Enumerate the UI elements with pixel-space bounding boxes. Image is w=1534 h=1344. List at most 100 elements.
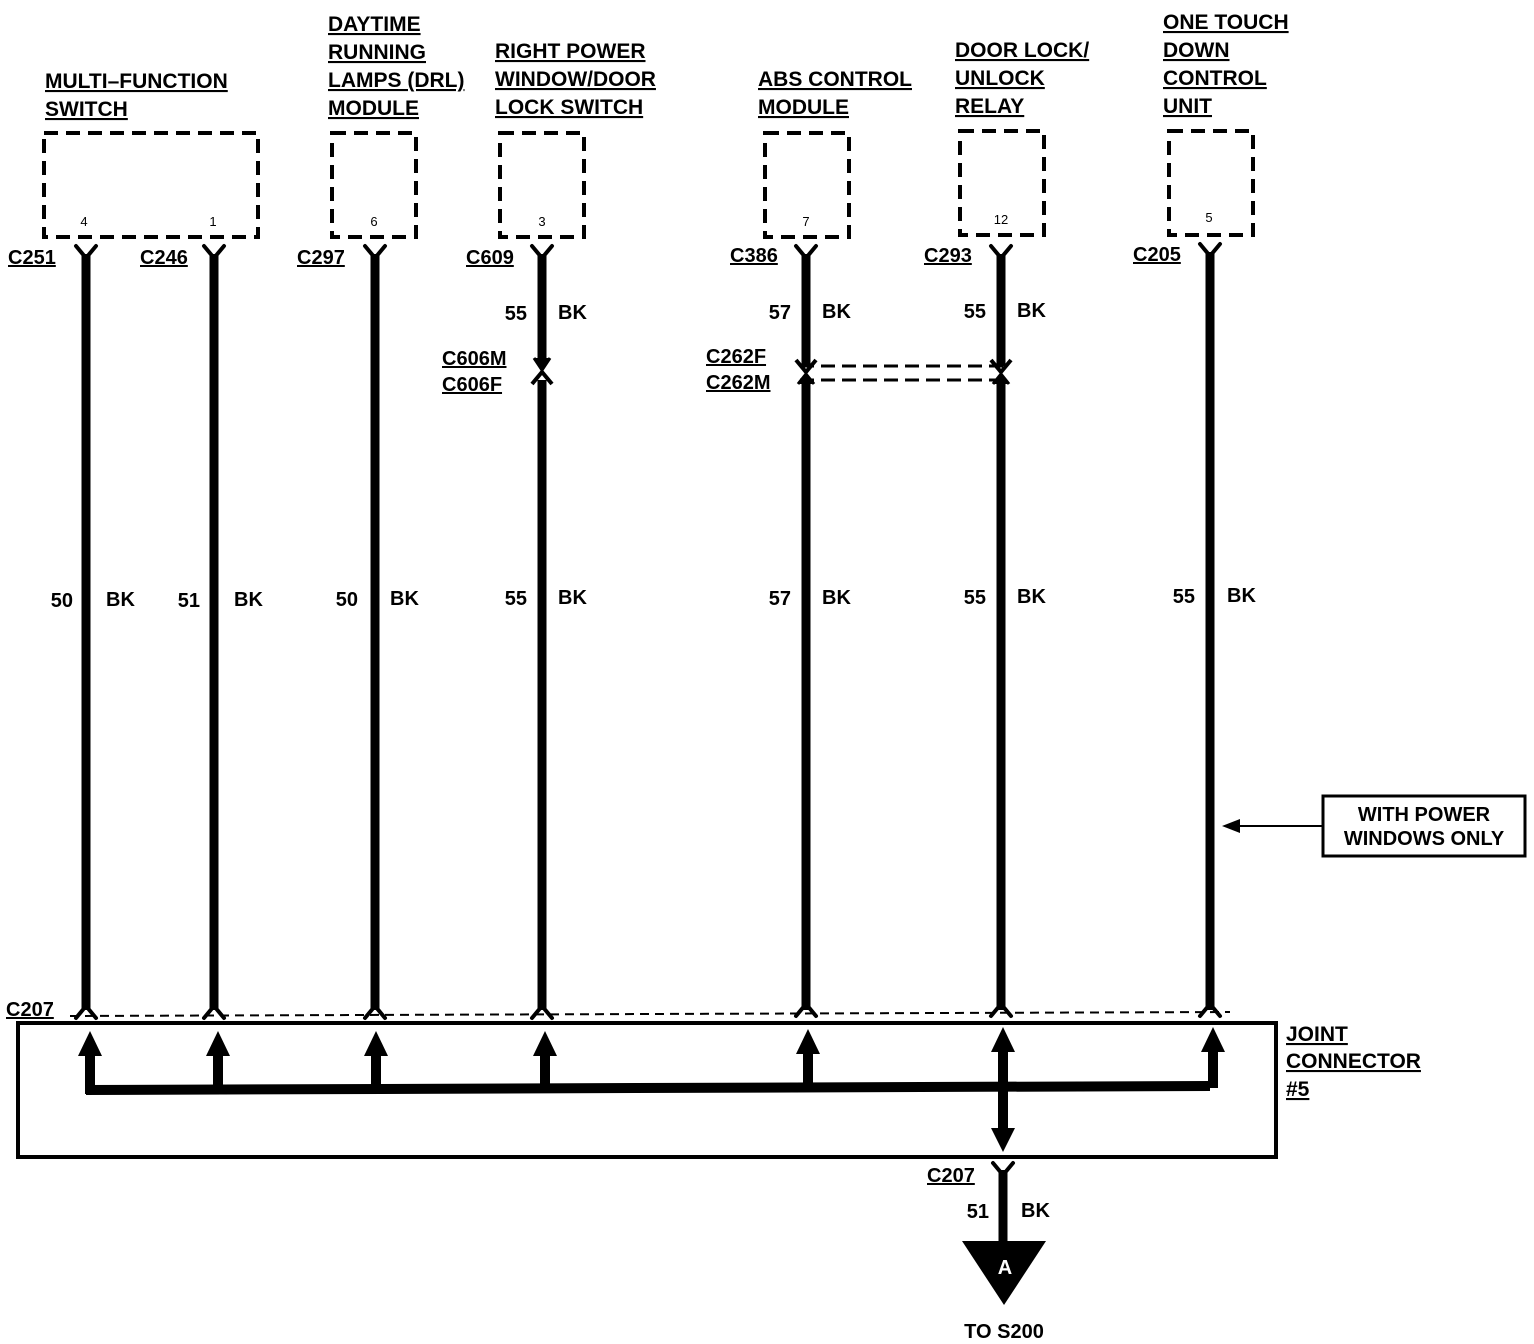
connector-label: C246 — [140, 247, 188, 269]
wire-color: BK — [822, 301, 851, 323]
right-power-window-switch-box — [498, 131, 586, 239]
connector-label: C606M — [442, 348, 506, 370]
component-title-line: ONE TOUCH — [1163, 11, 1289, 34]
connector-label: C205 — [1133, 244, 1181, 266]
wire-color: BK — [234, 589, 263, 611]
pin-number: 3 — [538, 214, 545, 229]
note-text: WINDOWS ONLY — [1344, 828, 1505, 850]
top-terminals — [74, 242, 1222, 262]
connector-male-arrow — [532, 357, 552, 373]
terminal-mark — [794, 244, 818, 262]
joint-connector-label: CONNECTOR — [1286, 1050, 1421, 1073]
wire-gauge: 51 — [178, 590, 200, 612]
bottom-terminals — [74, 1000, 1222, 1020]
wire-gauge: 55 — [964, 587, 986, 609]
wire-gauge: 57 — [769, 588, 791, 610]
component-one-touch-down-unit: ONE TOUCH DOWN CONTROL UNIT — [1163, 11, 1289, 118]
c207-dashed-line — [69, 1011, 1231, 1017]
connector-label: C262F — [706, 346, 766, 368]
wire-color: BK — [1227, 585, 1256, 607]
terminal-mark — [74, 244, 98, 262]
component-title-line: WINDOW/DOOR — [495, 68, 656, 91]
connector-female-mark — [530, 368, 554, 386]
down-arrow — [991, 1128, 1015, 1152]
component-title-line: MULTI–FUNCTION — [45, 70, 228, 93]
terminal-mark — [794, 1000, 818, 1018]
reference-letter: A — [998, 1257, 1012, 1279]
component-title-line: UNIT — [1163, 95, 1212, 118]
terminal-mark — [202, 244, 226, 262]
terminal-mark — [363, 244, 387, 262]
terminal-mark — [202, 1002, 226, 1020]
component-multifunction-switch: MULTI–FUNCTION SWITCH — [45, 70, 228, 121]
pin-number: 5 — [1205, 210, 1212, 225]
wire-color: BK — [558, 587, 587, 609]
wires — [81, 252, 1215, 1010]
pin-number: 12 — [994, 212, 1008, 227]
wire-color: BK — [822, 587, 851, 609]
component-boxes — [42, 129, 1255, 239]
terminal-mark — [1198, 242, 1222, 260]
component-title-line: RELAY — [955, 95, 1024, 118]
component-title-line: DAYTIME — [328, 13, 421, 36]
component-right-power-window-switch: RIGHT POWER WINDOW/DOOR LOCK SWITCH — [495, 40, 656, 119]
joint-risers — [85, 1050, 1218, 1135]
up-arrow — [991, 1027, 1015, 1052]
power-windows-note: WITH POWER WINDOWS ONLY — [1222, 794, 1527, 858]
wire-gauge: 50 — [51, 590, 73, 612]
pin-number: 6 — [370, 214, 377, 229]
component-title-line: DOWN — [1163, 39, 1230, 62]
joint-connector: JOINT CONNECTOR #5 — [16, 1021, 1421, 1159]
joint-connector-label: #5 — [1286, 1078, 1310, 1101]
wire-color: BK — [106, 589, 135, 611]
wire-color: BK — [1017, 300, 1046, 322]
pin-number: 4 — [80, 214, 87, 229]
up-arrow — [533, 1031, 557, 1056]
terminal-mark — [530, 1002, 554, 1020]
component-title-line: SWITCH — [45, 98, 128, 121]
terminal-mark — [74, 1002, 98, 1020]
wire-gauge: 55 — [505, 588, 527, 610]
door-lock-relay-box — [958, 129, 1046, 237]
joint-connector-label: JOINT — [1286, 1023, 1348, 1046]
wire-color: BK — [558, 302, 587, 324]
wire-gauge: 57 — [769, 302, 791, 324]
component-title-line: RUNNING — [328, 41, 426, 64]
pin-number: 7 — [802, 214, 809, 229]
wire-gauge: 51 — [967, 1201, 989, 1223]
connector-label: C207 — [927, 1165, 975, 1187]
note-text: WITH POWER — [1358, 804, 1491, 826]
terminal-mark — [363, 1002, 387, 1020]
joint-connector-box — [16, 1021, 1278, 1159]
component-title-line: UNLOCK — [955, 67, 1045, 90]
note-box — [1321, 794, 1527, 858]
component-title-line: MODULE — [758, 96, 849, 119]
connector-label: C251 — [8, 247, 56, 269]
destination-label: TO S200 — [964, 1321, 1044, 1343]
joint-bus-bar — [85, 1081, 1211, 1095]
wire-color: BK — [1021, 1200, 1050, 1222]
component-title-line: LOCK SWITCH — [495, 96, 643, 119]
drl-module-box — [330, 131, 418, 239]
component-drl-module: DAYTIME RUNNING LAMPS (DRL) MODULE — [328, 13, 464, 120]
up-arrow — [1201, 1027, 1225, 1052]
component-title-line: DOOR LOCK/ — [955, 39, 1089, 62]
wire-gauge: 50 — [336, 589, 358, 611]
pin-number: 1 — [209, 214, 216, 229]
wire-gauge: 55 — [505, 303, 527, 325]
up-arrow — [796, 1029, 820, 1054]
connector-label-c207: C207 — [6, 999, 54, 1021]
component-title-line: CONTROL — [1163, 67, 1267, 90]
connector-label: C606F — [442, 374, 502, 396]
connector-label: C293 — [924, 245, 972, 267]
one-touch-down-unit-box — [1167, 129, 1255, 237]
component-title-line: RIGHT POWER — [495, 40, 646, 63]
connector-label: C297 — [297, 247, 345, 269]
connector-label: C386 — [730, 245, 778, 267]
inline-connector-c262: C262F C262M — [706, 346, 1013, 394]
up-arrow — [206, 1031, 230, 1056]
terminal-mark — [530, 244, 554, 262]
abs-control-module-box — [763, 131, 851, 239]
note-arrowhead — [1222, 819, 1240, 833]
